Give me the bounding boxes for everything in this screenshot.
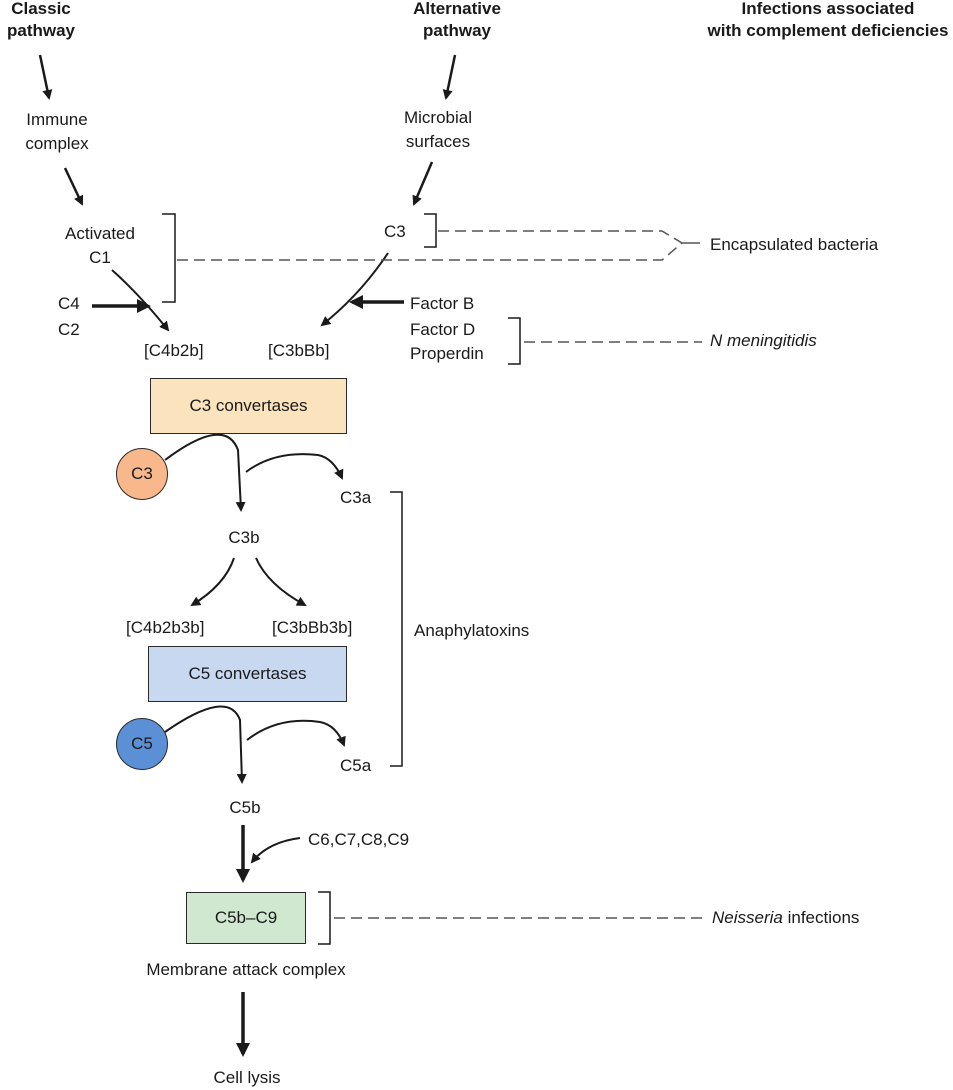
infection-encapsulated-bacteria: Encapsulated bacteria: [710, 235, 879, 254]
bracket-anaphylatoxins: [390, 491, 403, 767]
dash-c1-to-encapsulated: [177, 242, 683, 261]
box-c5-convertases: C5 convertases: [148, 646, 347, 702]
arrow-to-c5a: [246, 719, 346, 747]
bracket-c3-alt: [424, 213, 437, 248]
box-c3-convertases: C3 convertases: [150, 378, 347, 434]
node-cell-lysis: Cell lysis: [213, 1068, 281, 1087]
circle-c5: C5: [116, 718, 168, 770]
node-c6-c9: C6,C7,C8,C9: [308, 830, 410, 849]
arrow-c6-c9-merge: [250, 837, 301, 864]
node-c3-alternative: C3: [384, 222, 406, 241]
node-c4: C4: [58, 294, 80, 313]
bracket-factor-d-properdin: [508, 317, 521, 365]
arrow-c3-to-c3bbb: [320, 252, 389, 327]
node-c5b: C5b: [229, 798, 261, 817]
bracket-activated-c1: [162, 213, 176, 303]
node-factor-b: Factor B: [410, 294, 475, 313]
arrow-c1-to-c4b2b: [111, 269, 170, 332]
node-c3bbb3b: [C3bBb3b]: [272, 618, 353, 637]
node-c3b: C3b: [228, 528, 260, 547]
dash-c3-to-encapsulated: [438, 230, 683, 244]
box-c5b-c9: C5b–C9: [186, 892, 306, 944]
arrow-microbial-to-c3: [412, 161, 434, 206]
node-c3bbb: [C3bBb]: [268, 341, 330, 360]
circle-c3: C3: [116, 448, 168, 500]
label-membrane-attack-complex: Membrane attack complex: [146, 960, 346, 979]
node-c3a: C3a: [340, 488, 372, 507]
arrow-c3-into-c3b: [164, 433, 246, 512]
infection-neisseria: Neisseria infections: [712, 906, 859, 930]
infection-neisseria-genus: Neisseria: [712, 908, 783, 927]
arrow-c3b-to-c4b2b3b: [190, 557, 235, 607]
label-anaphylatoxins: Anaphylatoxins: [414, 621, 530, 640]
arrow-immune-to-c1: [63, 167, 84, 206]
arrow-c3b-to-c3bbb3b: [255, 557, 307, 606]
arrow-c5-into-c5b: [164, 705, 247, 784]
node-properdin: Properdin: [410, 344, 484, 363]
arrow-alt-to-microbial: [442, 54, 457, 100]
bracket-c5b-c9: [318, 891, 331, 945]
node-c2: C2: [58, 320, 80, 339]
arrow-to-c3a: [245, 453, 344, 480]
node-factor-d: Factor D: [410, 320, 476, 339]
node-c5a: C5a: [340, 756, 372, 775]
infection-neisseria-suffix: infections: [782, 908, 860, 927]
node-c4b2b: [C4b2b]: [144, 341, 204, 360]
arrow-classic-to-immune: [38, 54, 53, 100]
node-c4b2b3b: [C4b2b3b]: [126, 618, 205, 637]
infection-n-meningitidis: N meningitidis: [710, 331, 817, 350]
